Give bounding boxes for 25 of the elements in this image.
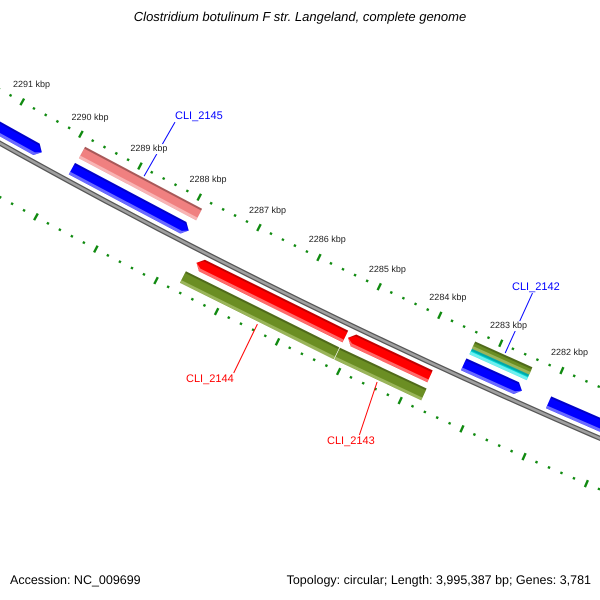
scale-label: 2291 kbp (13, 80, 50, 90)
leader-line (233, 324, 258, 374)
gene-block (546, 396, 600, 433)
gene-label: CLI_2143 (327, 435, 375, 448)
scale-label: 2287 kbp (248, 206, 286, 216)
leader-line (358, 382, 378, 436)
gene-block (196, 260, 348, 342)
scale-label: 2283 kbp (490, 320, 528, 331)
scale-label: 2288 kbp (189, 175, 227, 186)
scale-label: 2290 kbp (71, 112, 109, 123)
gene-block (0, 120, 42, 155)
scale-label: 2282 kbp (551, 348, 588, 358)
scale-label: 2284 kbp (429, 293, 466, 303)
accession-text: Accession: NC_009699 (10, 574, 141, 588)
gene-block (68, 162, 189, 234)
scale-label: 2286 kbp (308, 235, 346, 246)
gene-label: CLI_2144 (186, 373, 234, 386)
gene-label: CLI_2142 (512, 281, 560, 294)
gene-label: CLI_2145 (175, 110, 223, 122)
title: Clostridium botulinum F str. Langeland, complete genome (132, 10, 468, 24)
scale-label: 2285 kbp (368, 264, 406, 274)
scale-label: 2289 kbp (130, 144, 168, 154)
gene-block (461, 358, 522, 394)
gene-block (348, 334, 433, 382)
genome-info-text: Topology: circular; Length: 3,995,387 bp; Genes: 3,781 (286, 574, 591, 588)
